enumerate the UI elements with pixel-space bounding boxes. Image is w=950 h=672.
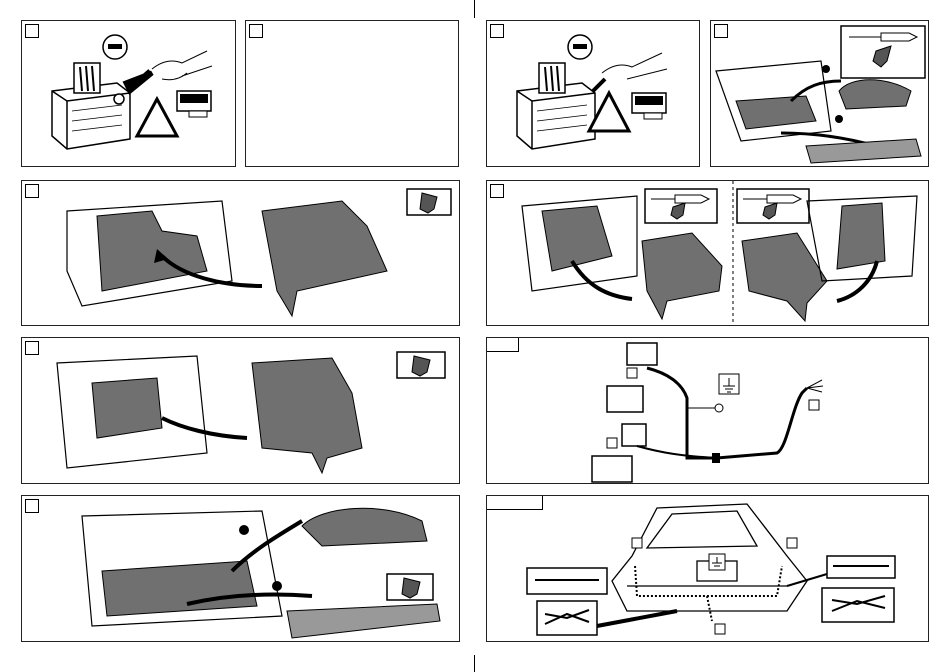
arrow-icon [593,79,605,91]
warning-triangle-icon [137,99,177,136]
label-box [607,438,617,448]
sill-panel [806,139,921,163]
panel-remove-left-side-liner [21,180,460,326]
side-liner-illustration [22,181,460,326]
label-box [809,400,819,410]
trunk-liner-icon [252,358,362,473]
trunk-liner-icon [736,96,816,129]
label-box [715,624,725,634]
screwdriver-icon [645,189,717,223]
trunk-liner-icon [542,206,612,271]
trunk-liner-icon [642,233,722,319]
trunk-liner-icon [97,211,207,291]
harness-illustration [487,338,929,484]
panel-battery-disconnect [21,20,236,167]
ground-symbol-icon [709,554,725,570]
minus-sign-icon [103,35,127,59]
panel-blank [245,20,459,167]
screwdriver-icon [737,189,809,223]
label-box [632,538,642,548]
cable-tie-icon [827,556,895,578]
sill-panel [287,604,440,638]
minus-sign-icon [568,35,592,59]
push-clip-icon [387,574,433,600]
panel-remove-both-side-liners [486,180,929,326]
radio-code-icon [632,93,666,119]
panel-battery-disconnect-right [486,20,700,167]
battery-illustration [22,21,236,167]
trunk-liner-icon [262,201,387,316]
step-number [249,24,263,38]
panel-refit-side-liner [21,337,460,484]
trunk-liner-icon [742,233,827,321]
radio-code-icon [177,91,211,117]
panel-wiring-harness [486,337,929,484]
hand-icon [152,51,212,80]
panel-remove-trunk-floor [710,20,929,167]
push-clip-icon [407,189,451,215]
gutter-top-line [474,0,475,18]
arrow-icon [597,611,677,626]
label-box [627,368,637,378]
side-liners-illustration [487,181,929,326]
trunk-liner-icon [839,80,911,109]
arrow-icon [126,71,152,91]
hand-icon [602,53,667,79]
pliers-icon [537,601,597,635]
gutter-bottom-line [474,655,475,672]
trunk-floor-illustration [711,21,929,167]
ground-symbol-icon [719,374,739,394]
battery-illustration [487,21,700,167]
trunk-liner-icon [92,378,162,438]
refit-floor-illustration [22,496,460,642]
push-clip-icon [397,352,445,378]
panel-refit-trunk-floor [21,495,460,642]
pliers-icon [822,588,894,622]
panel-cable-routing [486,495,929,642]
trunk-liner-icon [837,203,885,269]
battery-icon [52,63,130,149]
cable-tie-icon [527,568,607,594]
arrow-icon [572,261,632,299]
battery-icon [517,63,595,149]
trunk-liner-icon [302,508,427,546]
refit-liner-illustration [22,338,460,484]
routing-illustration [487,496,929,642]
wire-harness-icon [592,343,823,482]
label-box [787,538,797,548]
